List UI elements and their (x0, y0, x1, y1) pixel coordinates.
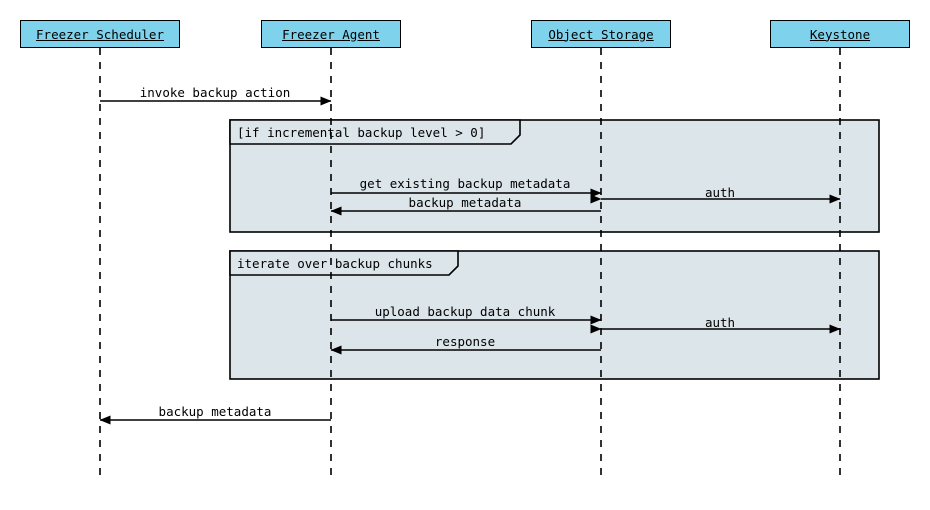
participant-agent-label: Freezer Agent (282, 26, 380, 42)
msg-response-label: response (434, 334, 496, 349)
participant-storage-label: Object Storage (548, 26, 654, 42)
msg-get-existing-metadata-label: get existing backup metadata (359, 176, 571, 191)
participant-keystone-label: Keystone (809, 26, 871, 42)
participant-scheduler-label: Freezer Scheduler (36, 26, 164, 42)
fragments-layer (229, 119, 880, 380)
fragment-label-tab (229, 119, 521, 145)
participant-scheduler[interactable]: Freezer Scheduler (20, 20, 180, 48)
participant-storage[interactable]: Object Storage (531, 20, 671, 48)
msg-auth-1-label: auth (704, 185, 736, 200)
fragment-box (229, 250, 880, 380)
fragment-label-tab (229, 250, 459, 276)
participant-agent[interactable]: Freezer Agent (261, 20, 401, 48)
msg-invoke-backup-label: invoke backup action (139, 85, 291, 100)
msg-auth-2-label: auth (704, 315, 736, 330)
msg-upload-chunk-label: upload backup data chunk (374, 304, 556, 319)
msg-backup-metadata-final-label: backup metadata (158, 404, 272, 419)
arrows-layer (99, 96, 841, 425)
fragment-iterate-label: iterate over backup chunks (237, 256, 433, 271)
msg-backup-metadata-1-label: backup metadata (408, 195, 522, 210)
lifelines-layer (99, 48, 841, 478)
fragment-incremental-label: [if incremental backup level > 0] (237, 125, 486, 140)
participant-keystone[interactable]: Keystone (770, 20, 910, 48)
